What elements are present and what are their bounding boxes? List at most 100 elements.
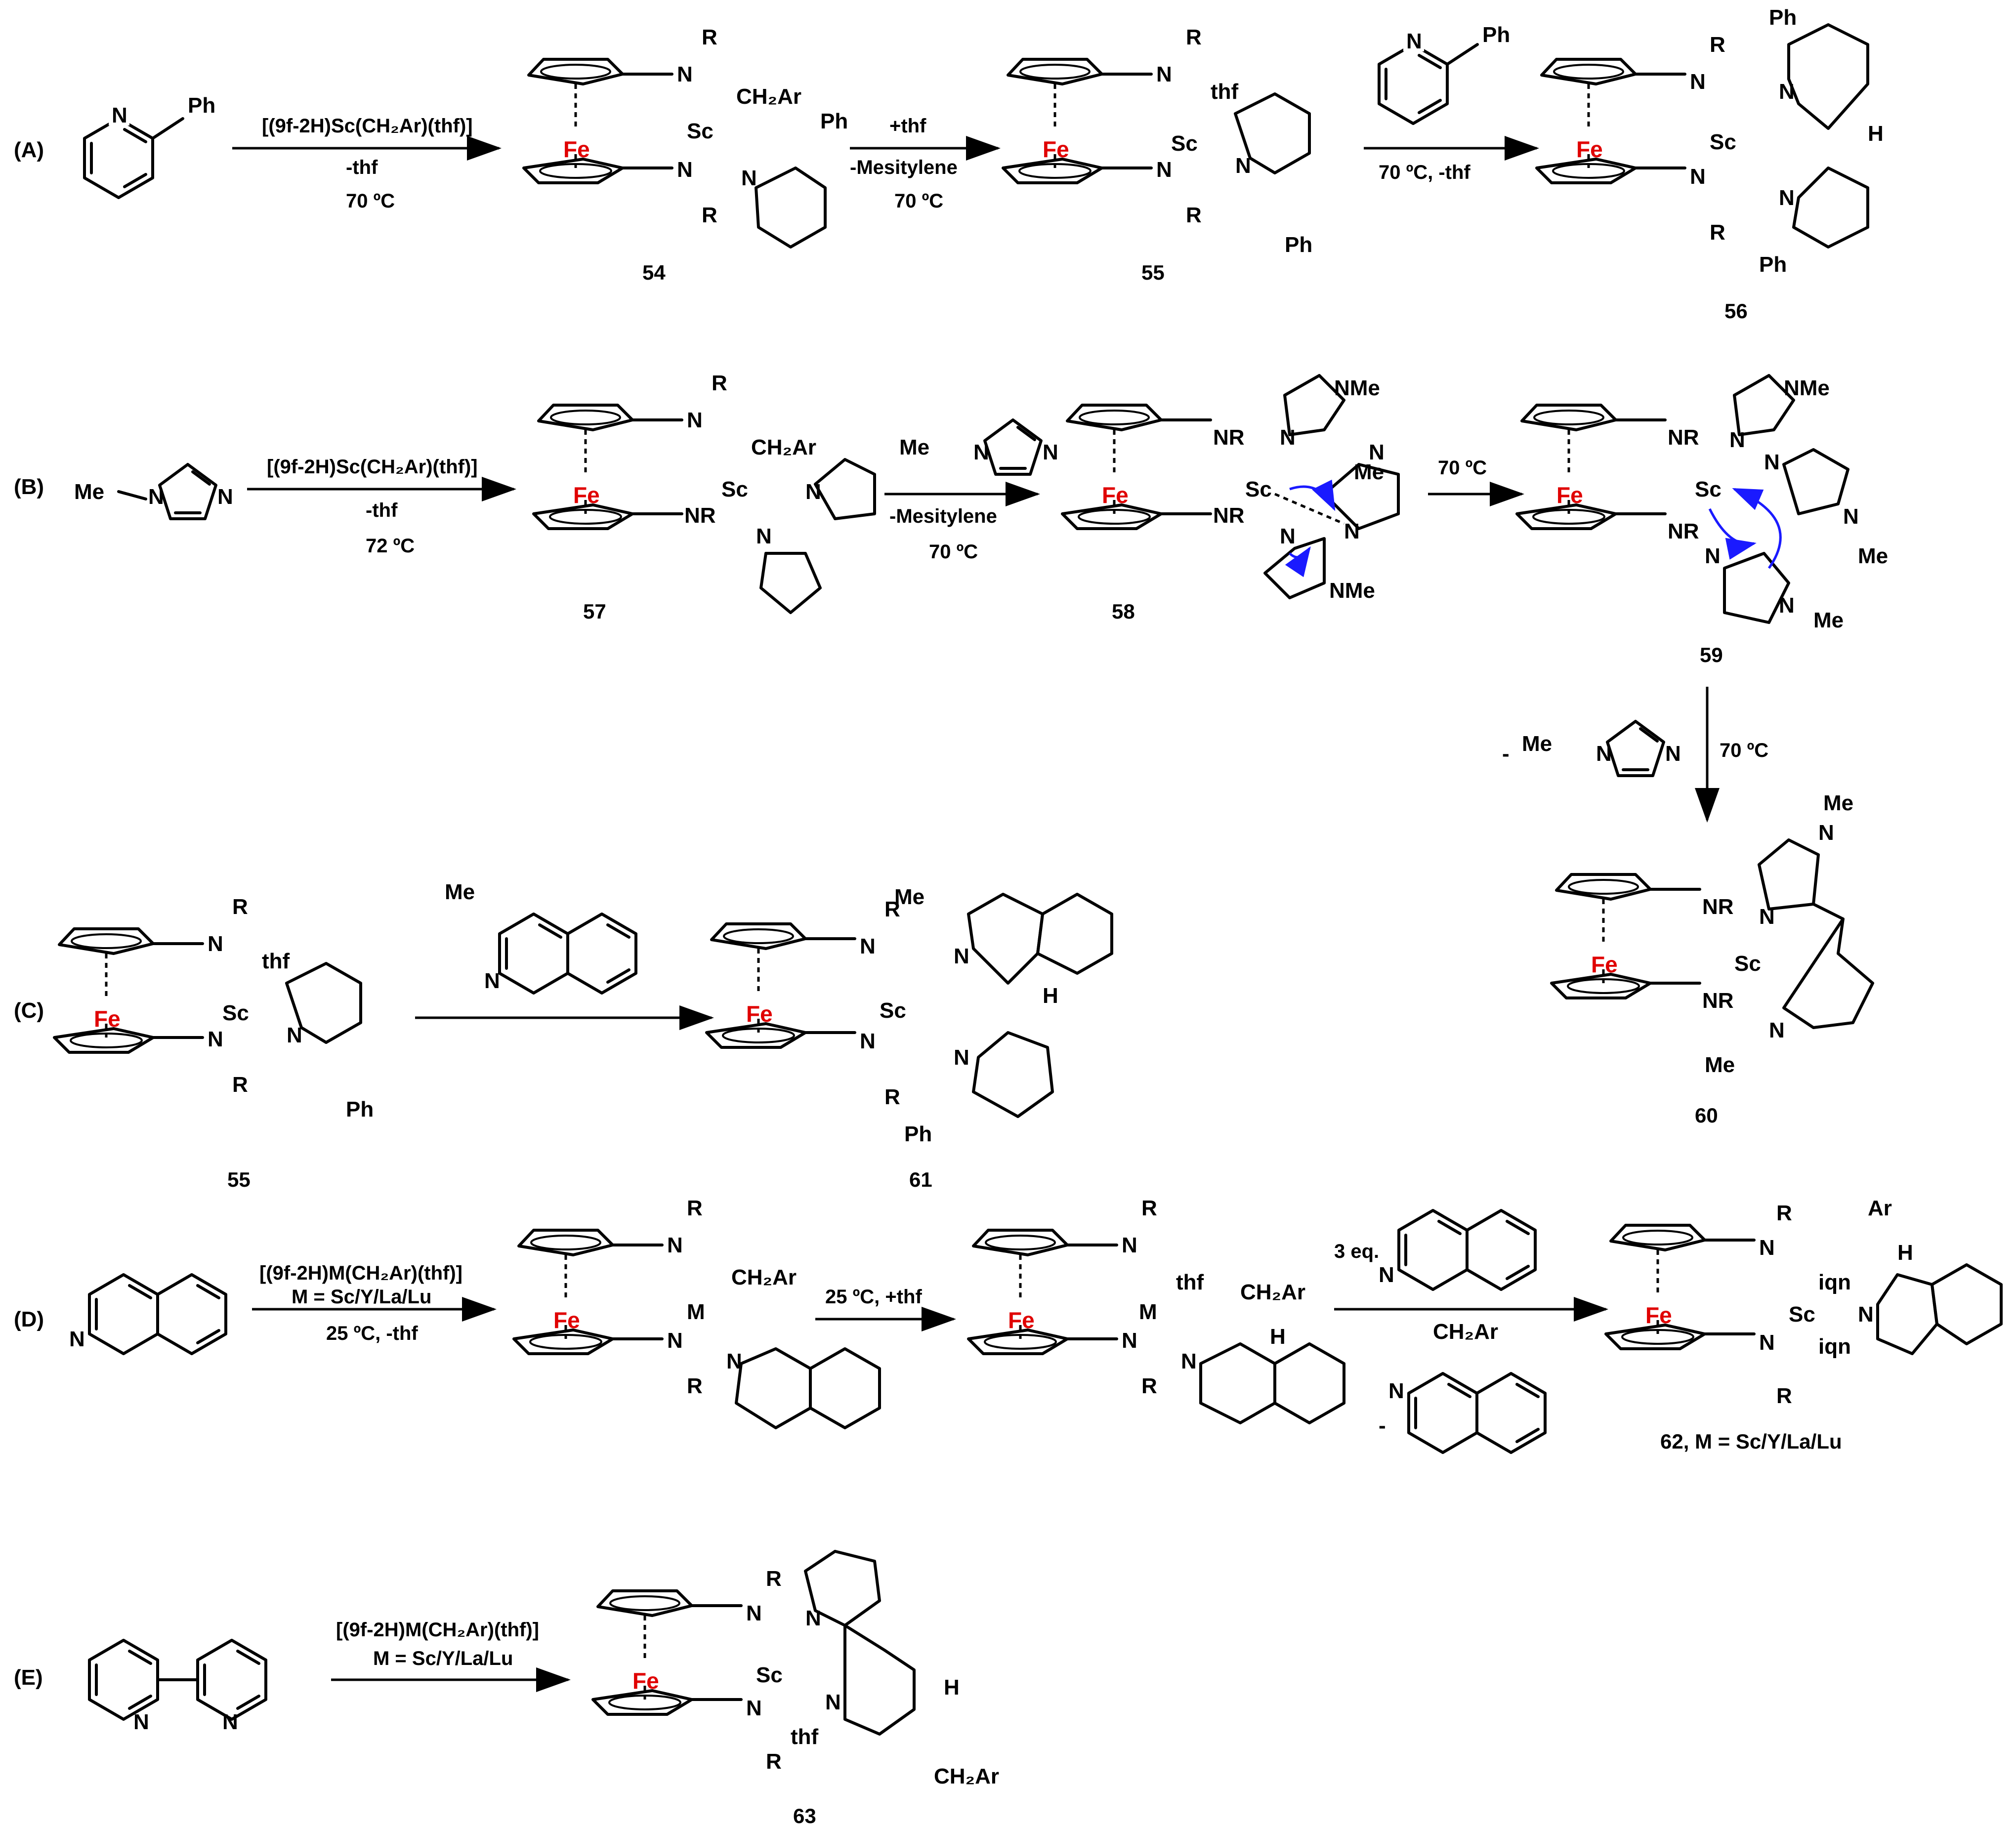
- atom-n: N: [860, 934, 876, 958]
- condition-d3: 3 eq.: [1334, 1241, 1379, 1262]
- atom-fe: Fe: [1591, 952, 1618, 977]
- compound-54: Fe N N R R Sc CH₂Ar N Ph: [524, 25, 848, 249]
- atom-r: R: [766, 1749, 782, 1774]
- reagent-d1: [(9f-2H)M(CH₂Ar)(thf)]: [259, 1262, 462, 1284]
- atom-r: R: [232, 895, 248, 919]
- thf: thf: [1211, 80, 1239, 104]
- atom-n: N: [1122, 1328, 1137, 1353]
- compound-60: Fe NR NR Sc N N Me N Me: [1552, 791, 1874, 1077]
- atom-n: N: [1156, 158, 1172, 182]
- atom-h: H: [1868, 122, 1884, 146]
- atom-r: R: [884, 1085, 900, 1109]
- atom-n: N: [1759, 1330, 1775, 1355]
- atom-ar: Ar: [1868, 1196, 1892, 1220]
- atom-n: N: [860, 1029, 876, 1053]
- 1-benzylisoquinoline-byproduct: N CH₂Ar: [1388, 1320, 1545, 1452]
- atom-n: N: [746, 1601, 762, 1625]
- atom-n: N: [677, 62, 693, 86]
- atom-fe: Fe: [1556, 482, 1583, 508]
- atom-ph: Ph: [904, 1122, 932, 1146]
- atom-fe: Fe: [553, 1307, 580, 1333]
- atom-h: H: [944, 1675, 960, 1700]
- 3-methylisoquinoline: N Me: [445, 880, 636, 993]
- methylimidazole-reagent: N N Me: [899, 420, 1058, 474]
- compound-62: Fe N N R R Sc iqn iqn N Ar H: [1606, 1196, 2003, 1408]
- atom-h: H: [1043, 984, 1058, 1008]
- atom-fe: Fe: [94, 1006, 121, 1032]
- isoquinoline: N: [69, 1275, 226, 1354]
- atom-n: N: [1779, 186, 1795, 210]
- atom-fe: Fe: [563, 136, 590, 162]
- atom-sc: Sc: [1171, 131, 1198, 156]
- compound-55-c: Fe N N R R Sc thf N Ph: [54, 895, 374, 1121]
- atom-me: Me: [74, 480, 104, 504]
- row-c-label: (C): [14, 998, 44, 1023]
- row-d-label: (D): [14, 1307, 44, 1331]
- atom-fe: Fe: [1576, 136, 1603, 162]
- atom-me: Me: [1823, 791, 1853, 815]
- atom-r: R: [1776, 1201, 1792, 1225]
- row-b-label: (B): [14, 475, 44, 499]
- atom-fe: Fe: [1102, 482, 1129, 508]
- atom-n: N: [746, 1696, 762, 1720]
- atom-r: R: [687, 1374, 703, 1398]
- atom-n: N: [217, 485, 233, 509]
- atom-r: R: [1186, 203, 1202, 227]
- ch2ar: CH₂Ar: [751, 435, 816, 459]
- atom-me: Me: [1858, 544, 1888, 568]
- atom-fe: Fe: [573, 482, 600, 508]
- compound-55: Fe N N R R Sc thf N Ph: [1003, 25, 1312, 257]
- atom-n: N: [687, 408, 703, 432]
- atom-n: N: [1235, 154, 1251, 178]
- atom-n: N: [1596, 742, 1612, 766]
- atom-r: R: [1710, 33, 1725, 57]
- 2-2-bipyridine: N N: [89, 1640, 266, 1734]
- compound-56: Fe N N R R Sc N N Ph Ph H: [1537, 5, 1884, 277]
- 2-phenylpyridine: N Ph: [84, 93, 215, 198]
- atom-n: N: [741, 166, 757, 190]
- methylimidazole-byproduct: N N Me: [1522, 721, 1681, 776]
- atom-n: N: [1369, 440, 1385, 464]
- atom-nme: NMe: [1329, 579, 1375, 603]
- compound-61: Fe N N R R Sc N N Me H Ph: [707, 885, 1113, 1146]
- condition-a2c: 70 ºC: [894, 190, 943, 212]
- atom-n: N: [1764, 450, 1780, 474]
- condition-d2: 25 ºC, +thf: [825, 1286, 922, 1308]
- isoquinoline-reagent: N: [1379, 1210, 1535, 1289]
- atom-n: N: [1043, 440, 1058, 464]
- row-b: (B) N N Me [(9f-2H)Sc(CH₂Ar)(thf)] -thf …: [14, 371, 1888, 1127]
- atom-ph: Ph: [188, 93, 215, 118]
- reagent-e1b: M = Sc/Y/La/Lu: [373, 1648, 513, 1669]
- atom-sc: Sc: [880, 998, 906, 1023]
- atom-n: N: [1665, 742, 1681, 766]
- compound-label-57: 57: [583, 600, 606, 623]
- atom-n: N: [1818, 821, 1834, 845]
- atom-n: N: [1729, 428, 1745, 452]
- compound-59: Fe NR NR Sc N NMe N N Me N N Me: [1517, 374, 1888, 632]
- compound-label-60: 60: [1695, 1104, 1718, 1127]
- atom-n: N: [954, 1045, 969, 1070]
- atom-r: R: [1710, 220, 1725, 245]
- atom-h: H: [1270, 1325, 1286, 1349]
- atom-r: R: [1141, 1196, 1157, 1220]
- condition-b1a: -thf: [366, 499, 398, 521]
- compound-label-62: 62, M = Sc/Y/La/Lu: [1660, 1430, 1842, 1453]
- atom-me: Me: [1705, 1053, 1735, 1077]
- atom-n: N: [677, 158, 693, 182]
- atom-n: N: [1122, 1233, 1137, 1257]
- atom-me: Me: [894, 885, 924, 909]
- atom-ph: Ph: [820, 109, 848, 133]
- ch2ar: CH₂Ar: [934, 1764, 999, 1788]
- iqn: iqn: [1818, 1334, 1851, 1359]
- atom-nr: NR: [1668, 519, 1699, 543]
- compound-label-56: 56: [1724, 299, 1748, 323]
- atom-nr: NR: [1213, 503, 1245, 528]
- atom-nr: NR: [684, 503, 716, 528]
- atom-m: M: [1139, 1300, 1157, 1324]
- atom-n: N: [112, 103, 127, 127]
- atom-r: R: [1186, 25, 1202, 49]
- atom-me: Me: [899, 435, 929, 459]
- atom-n: N: [667, 1328, 683, 1353]
- compound-label-63: 63: [793, 1804, 816, 1826]
